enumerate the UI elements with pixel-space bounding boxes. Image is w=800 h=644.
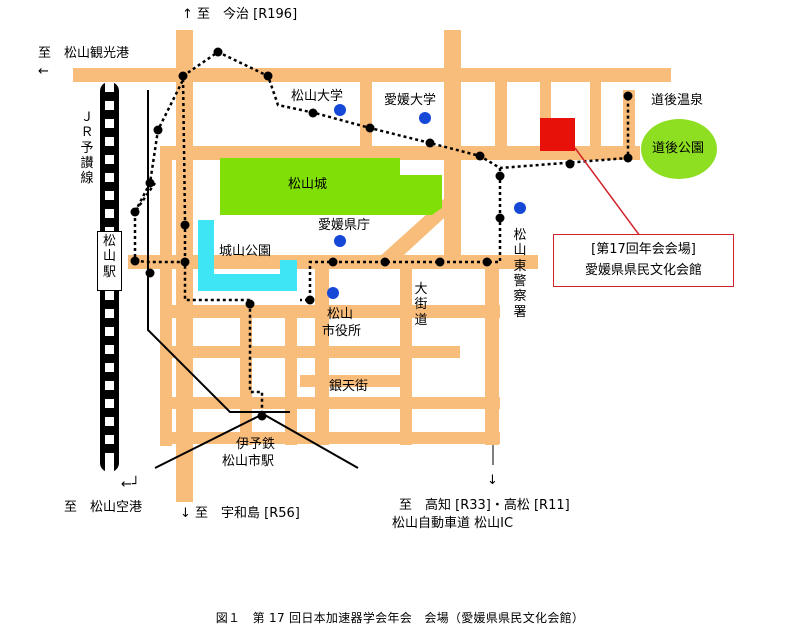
label-north-imabari: ↑ 至 今治 [R196] [182,7,298,22]
label-matsuyama-castle: 松山城 [288,177,328,192]
landmark-dots [327,104,526,299]
label-south-uwajima: ↓ 至 宇和島 [R56] [180,506,300,521]
label-dogo-park: 道後公園 [652,141,705,156]
label-pref-office: 愛媛県庁 [318,218,371,233]
label-iyotetsu-2: 松山市駅 [222,454,275,469]
label-jr-line: ＪＲ予讃線 [80,110,94,187]
label-shiroyama-park: 城山公園 [219,244,272,259]
label-matsuyama-univ: 松山大学 [291,89,344,104]
legend-line-1: [第17回年会会場] [591,242,696,257]
venue-leader-line [574,147,641,237]
label-gintengai: 銀天街 [329,379,369,394]
matsuyama-station-text: 松山駅 [102,234,116,280]
label-expressway: 松山自動車道 松山IC [392,516,514,531]
legend-line-2: 愛媛県県民文化会館 [584,263,702,278]
label-higashi-police: 松山東警察署 [513,228,527,320]
label-matsuyama-station: 松山駅 [97,231,122,291]
airport-arrow-icon: ←┘ [121,477,140,492]
label-city-hall-1: 松山 [327,307,354,322]
figure-caption: 図１ 第 17 回日本加速器学会年会 会場（愛媛県県民文化会館） [215,611,585,625]
shiroyama-park-area [198,220,297,291]
label-city-hall-2: 市役所 [322,324,362,339]
label-okaido: 大街道 [414,282,428,328]
west-arrow-icon: ← [38,64,49,79]
tram-stops [130,47,633,421]
dogo-park-area [641,119,717,179]
label-iyotetsu-1: 伊予鉄 [236,437,276,452]
label-dogo-onsen: 道後温泉 [651,93,704,108]
label-west-port: 至 松山観光港 [38,46,130,61]
south-arrow-icon: ↓ [487,473,498,488]
label-ehime-univ: 愛媛大学 [384,93,437,108]
label-airport: 至 松山空港 [64,500,143,515]
label-kochi: 至 高知 [R33]・高松 [R11] [399,498,570,513]
venue-legend[interactable]: [第17回年会会場] 愛媛県県民文化会館 [553,234,734,287]
venue-marker[interactable] [540,118,575,151]
matsuyama-castle-area [220,158,442,215]
